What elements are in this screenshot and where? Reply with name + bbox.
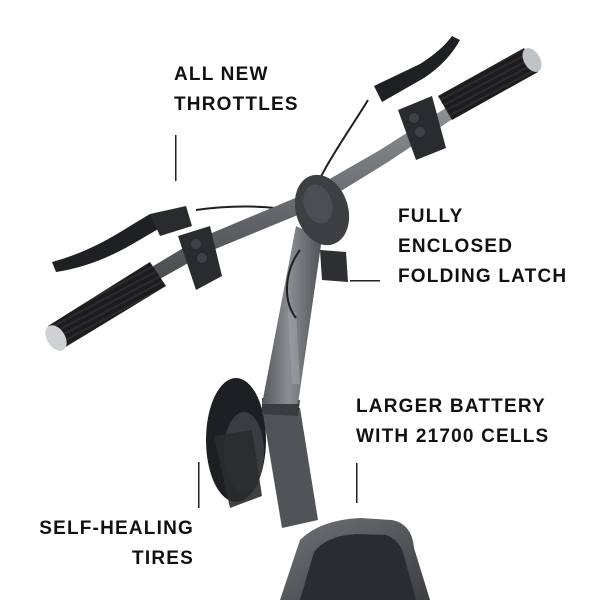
display-pad-highlight [303, 184, 333, 224]
callout-tires: SELF-HEALING TIRES [26, 514, 194, 574]
leader-throttles [175, 135, 177, 181]
left-bar-end [45, 325, 67, 351]
callout-battery: LARGER BATTERY WITH 21700 CELLS [356, 392, 549, 452]
callout-battery-line1: LARGER BATTERY [356, 396, 546, 417]
front-fork [262, 408, 318, 528]
leader-latch [350, 280, 380, 282]
back-button-icon [197, 253, 207, 263]
mode-button-icon [191, 239, 201, 249]
callout-throttles-line2: THROTTLES [174, 94, 299, 115]
callout-throttles-line1: ALL NEW [174, 64, 269, 85]
deck-grip-tape [300, 534, 416, 600]
brake-cable [285, 249, 301, 319]
left-lever-mount [150, 206, 192, 236]
left-grip [48, 262, 166, 348]
right-grip [438, 48, 538, 120]
callout-tires-line2: TIRES [132, 548, 194, 569]
callout-battery-line2: WITH 21700 CELLS [356, 426, 550, 447]
right-bar-end [522, 48, 542, 72]
leader-tires [198, 462, 200, 508]
callout-latch: FULLY ENCLOSED FOLDING LATCH [398, 202, 567, 292]
power-button-icon [409, 113, 419, 123]
up-button-icon [415, 127, 425, 137]
stem-logo [288, 312, 300, 384]
handlebar [150, 104, 460, 280]
callout-throttles: ALL NEW THROTTLES [174, 60, 299, 120]
right-brake-lever [374, 36, 460, 102]
left-brake-lever [52, 214, 160, 272]
disc-brake [214, 430, 262, 508]
callout-latch-line1: FULLY [398, 206, 464, 227]
callout-latch-line3: FOLDING LATCH [398, 266, 568, 287]
callout-latch-line2: ENCLOSED [398, 236, 514, 257]
folding-latch [320, 250, 348, 282]
leader-battery [356, 463, 358, 503]
callout-tires-line1: SELF-HEALING [39, 518, 194, 539]
